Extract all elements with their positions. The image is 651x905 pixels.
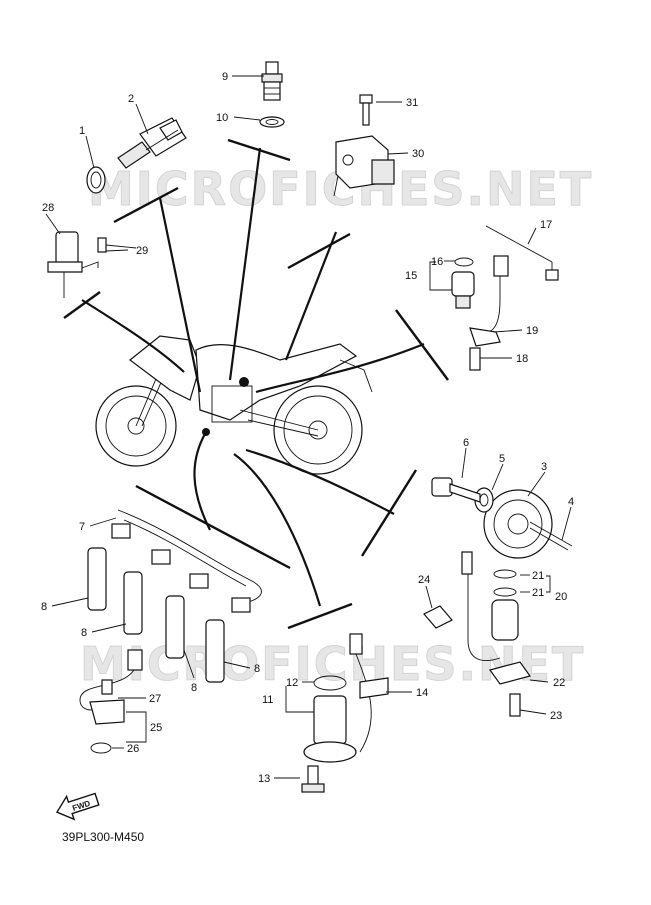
callout-21: 21 (532, 570, 544, 582)
callout-25: 25 (150, 722, 162, 734)
callout-9: 9 (222, 71, 228, 83)
callout-8: 8 (41, 601, 47, 613)
callout-19: 19 (526, 325, 538, 337)
callout-29: 29 (136, 245, 148, 257)
callout-8: 8 (81, 627, 87, 639)
callout-14: 14 (416, 687, 428, 699)
callout-5: 5 (499, 453, 505, 465)
crankshaft-sensor-part[interactable] (451, 225, 559, 371)
callout-7: 7 (79, 521, 85, 533)
callout-8: 8 (254, 663, 260, 675)
callout-8: 8 (191, 682, 197, 694)
diagram-code: 39PL300-M450 (62, 830, 145, 844)
sprocket-part[interactable] (431, 477, 573, 559)
temperature-sensor-part[interactable] (86, 117, 187, 194)
speed-sensor-part[interactable] (423, 551, 531, 717)
callout-4: 4 (568, 496, 574, 508)
callout-labels: 1 2 3 4 5 6 7 8 8 8 8 9 10 11 12 13 14 1… (41, 71, 574, 785)
callout-3: 3 (541, 461, 547, 473)
pressure-switch-part[interactable] (259, 61, 285, 128)
callout-16: 16 (431, 256, 443, 268)
callout-30: 30 (412, 148, 424, 160)
callout-20: 20 (555, 591, 567, 603)
motorcycle-illustration (95, 335, 373, 475)
callout-2: 2 (128, 93, 134, 105)
callout-23: 23 (550, 710, 562, 722)
leader-lines (63, 138, 449, 630)
watermark: MICROFICHES.NET (80, 637, 585, 691)
callout-26: 26 (127, 743, 139, 755)
oxygen-sensor-part[interactable] (79, 649, 143, 754)
callout-6: 6 (463, 437, 469, 449)
callout-11: 11 (262, 694, 273, 706)
gear-position-sensor-part[interactable] (301, 633, 389, 793)
callout-21: 21 (532, 587, 544, 599)
callout-22: 22 (553, 677, 565, 689)
callout-1: 1 (79, 125, 85, 137)
callout-12: 12 (286, 677, 298, 689)
callout-17: 17 (540, 219, 552, 231)
callout-13: 13 (258, 773, 270, 785)
callout-27: 27 (149, 693, 161, 705)
ignition-coil-part[interactable] (87, 509, 262, 683)
callout-28: 28 (42, 202, 54, 214)
lean-angle-sensor-part[interactable] (47, 231, 137, 298)
callout-18: 18 (516, 353, 528, 365)
forward-arrow-icon: FWD (55, 792, 100, 821)
callout-24: 24 (418, 574, 430, 586)
callout-10: 10 (216, 112, 228, 124)
callout-15: 15 (405, 270, 417, 282)
callout-31: 31 (406, 97, 418, 109)
intake-pressure-sensor-part[interactable] (333, 94, 395, 197)
